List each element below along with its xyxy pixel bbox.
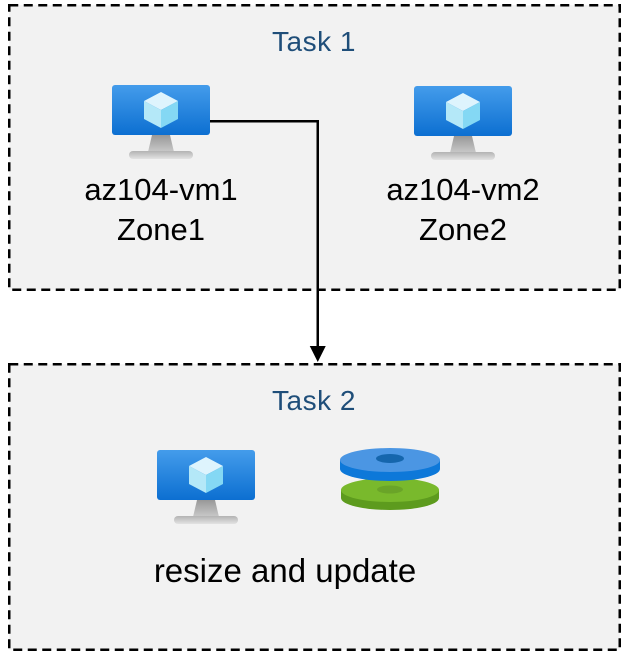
blue-disk bbox=[340, 448, 440, 481]
virtual-machine-icon bbox=[157, 450, 255, 524]
vm2-label: az104-vm2 Zone2 bbox=[363, 170, 563, 250]
task2-title: Task 2 bbox=[272, 385, 356, 416]
vm1-label: az104-vm1 Zone1 bbox=[61, 170, 261, 250]
green-disk bbox=[341, 478, 439, 510]
virtual-machine-icon bbox=[414, 86, 512, 160]
vm2-zone: Zone2 bbox=[419, 212, 507, 247]
task2-box bbox=[8, 363, 621, 651]
vm2-name: az104-vm2 bbox=[386, 172, 540, 207]
disks-icon bbox=[340, 448, 440, 510]
task2-caption: resize and update bbox=[153, 552, 417, 589]
task1-title: Task 1 bbox=[272, 26, 356, 57]
task1-box bbox=[8, 4, 621, 291]
virtual-machine-icon bbox=[112, 85, 210, 159]
vm1-name: az104-vm1 bbox=[84, 172, 238, 207]
vm1-zone: Zone1 bbox=[117, 212, 205, 247]
down-arrow-connector bbox=[210, 120, 326, 362]
